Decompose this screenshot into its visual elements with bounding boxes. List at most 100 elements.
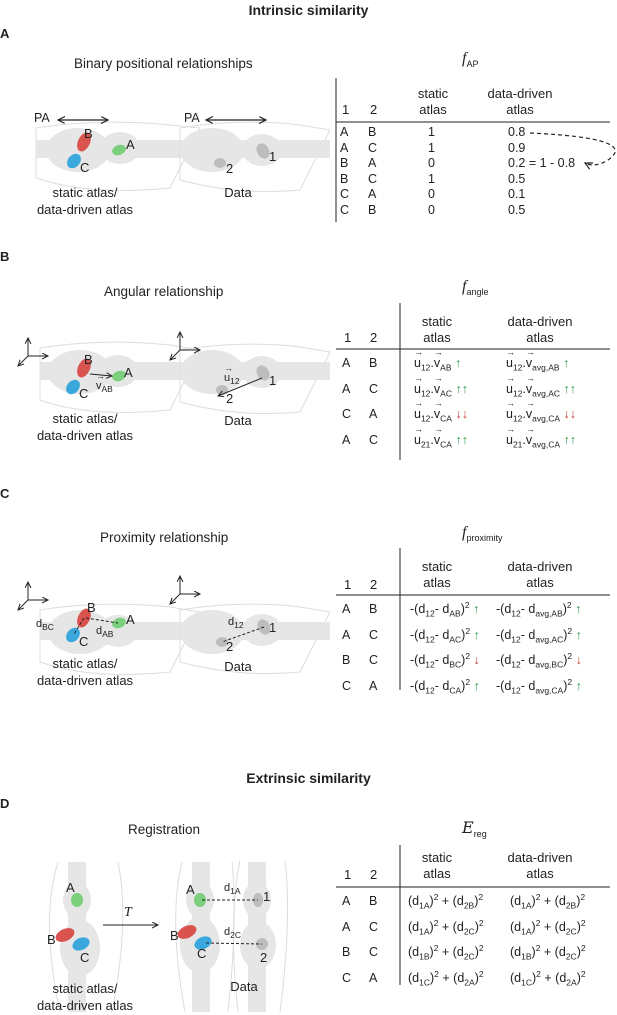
table-cell-data-driven: -(d12- davg,CA)2 ↑ xyxy=(496,676,582,695)
table-cell-data-driven: 0.1 xyxy=(508,187,526,201)
vab-label: vAB xyxy=(96,371,113,393)
table-cell-col2: B xyxy=(369,894,378,908)
table-cell-data-driven: -(d12- davg,BC)2 ↓ xyxy=(496,650,582,670)
table-cell-col1: C xyxy=(342,678,352,693)
table-cell-data-driven: 0.9 xyxy=(508,140,526,155)
panel-b-function: fangle xyxy=(462,278,489,298)
pa-label: PA xyxy=(34,111,50,125)
d-data-label-a: A xyxy=(186,882,195,897)
atlas-label-c: C xyxy=(80,160,90,175)
table-cell-data-driven: -(d12- davg,AB)2 ↑ xyxy=(496,599,582,619)
table-cell-data-driven: u21.vavg,CA ↑↑ xyxy=(506,424,576,449)
d2c-label: d2C xyxy=(224,926,241,941)
table-cell-data-driven: (d1A)2 + (d2C)2 xyxy=(510,917,586,936)
b-data-2: 2 xyxy=(226,391,234,406)
table-cell-col2: C xyxy=(369,919,379,934)
d-data-label-b: B xyxy=(170,928,179,943)
pa-label-data: PA xyxy=(184,111,200,125)
transform-label: T xyxy=(124,905,132,920)
table-cell-col1: C xyxy=(340,187,350,201)
panel-d-function: Ereg xyxy=(462,818,487,840)
table-cell-col1: A xyxy=(342,919,351,934)
panel-c-caption-right: Data xyxy=(224,659,252,674)
col-2-header: 2 xyxy=(370,102,378,117)
panel-c-letter: C xyxy=(0,486,10,501)
table-cell-col2: C xyxy=(369,653,379,667)
panel-b-title: Angular relationship xyxy=(104,284,224,299)
table-cell-static: -(d12- dBC)2 ↓ xyxy=(410,650,480,670)
table-cell-col2: B xyxy=(369,602,378,616)
table-cell-col2: A xyxy=(368,187,377,201)
table-cell-static: u21.vCA ↑↑ xyxy=(414,424,468,449)
table-cell-col2: A xyxy=(369,970,378,985)
d-data-label-c: C xyxy=(197,946,207,961)
c-col-1: 1 xyxy=(344,577,352,592)
panel-b-caption-right: Data xyxy=(224,413,252,428)
table-cell-static: 1 xyxy=(428,171,435,186)
b-label-c: C xyxy=(79,386,89,401)
u12-label: u12 xyxy=(224,363,240,385)
neuron-a-green xyxy=(112,144,126,156)
table-cell-static: 1 xyxy=(428,125,435,139)
table-cell-data-driven: -(d12- davg,AC)2 ↑ xyxy=(496,625,582,644)
table-cell-col2: C xyxy=(368,140,378,155)
table-cell-static: -(d12- dCA)2 ↑ xyxy=(410,676,480,695)
atlas-label-a: A xyxy=(126,137,135,152)
panel-b-caption-left: static atlas/data-driven atlas xyxy=(36,411,134,443)
table-cell-col1: B xyxy=(340,156,349,170)
table-cell-data-driven: 0.2 = 1 - 0.8 xyxy=(508,156,576,170)
panel-d-data-worms xyxy=(175,859,289,1013)
c-col-2: 2 xyxy=(370,577,378,592)
table-cell-col1: A xyxy=(340,125,349,139)
neuron-c-blue xyxy=(67,153,81,169)
panel-c-function: fproximity xyxy=(462,524,503,544)
table-cell-col2: A xyxy=(369,678,378,693)
table-cell-col2: B xyxy=(369,356,378,370)
b-data-1: 1 xyxy=(269,373,277,388)
dbc-label: dBC xyxy=(36,618,54,633)
table-cell-col1: A xyxy=(342,432,351,447)
panel-c-caption-left: static atlas/data-driven atlas xyxy=(36,656,134,688)
panel-d-caption-left: static atlas/data-driven atlas xyxy=(36,981,134,1013)
table-cell-col2: C xyxy=(369,432,379,447)
table-cell-col2: B xyxy=(368,202,377,217)
table-cell-static: (d1A)2 + (d2B)2 xyxy=(408,891,484,911)
table-cell-col2: C xyxy=(369,627,379,642)
panel-a-function: fAP xyxy=(462,50,479,70)
table-cell-static: u12.vCA ↓↓ xyxy=(414,398,468,423)
table-cell-static: 0 xyxy=(428,187,435,201)
table-cell-col2: A xyxy=(369,407,378,421)
table-cell-col1: A xyxy=(342,602,351,616)
table-cell-static: -(d12- dAC)2 ↑ xyxy=(410,625,480,644)
table-cell-col1: C xyxy=(340,202,350,217)
dab-label: dAB xyxy=(96,625,114,640)
panel-a-data-worm xyxy=(179,120,331,193)
table-cell-static: 0 xyxy=(428,202,435,217)
table-cell-col1: A xyxy=(342,381,351,396)
panel-c-data-worm xyxy=(170,576,331,675)
table-cell-static: (d1B)2 + (d2C)2 xyxy=(408,942,484,962)
table-cell-data-driven: 0.5 xyxy=(508,202,526,217)
table-cell-static: 1 xyxy=(428,140,435,155)
table-cell-col2: C xyxy=(369,945,379,959)
table-cell-col1: A xyxy=(342,627,351,642)
panel-c-title: Proximity relationship xyxy=(100,530,229,545)
table-cell-col2: C xyxy=(369,381,379,396)
b-col-1: 1 xyxy=(344,330,352,345)
panel-b-letter: B xyxy=(0,249,10,264)
table-cell-col1: C xyxy=(342,407,352,421)
panel-d-caption-right: Data xyxy=(230,979,258,994)
d1a-label: d1A xyxy=(224,882,241,897)
table-cell-col1: C xyxy=(342,970,352,985)
col-1-header: 1 xyxy=(342,102,350,117)
c-data-1: 1 xyxy=(269,620,277,635)
panel-a-letter: A xyxy=(0,26,10,41)
table-cell-static: u12.vAB ↑ xyxy=(414,347,461,372)
panel-a-atlas-worm xyxy=(35,120,201,191)
